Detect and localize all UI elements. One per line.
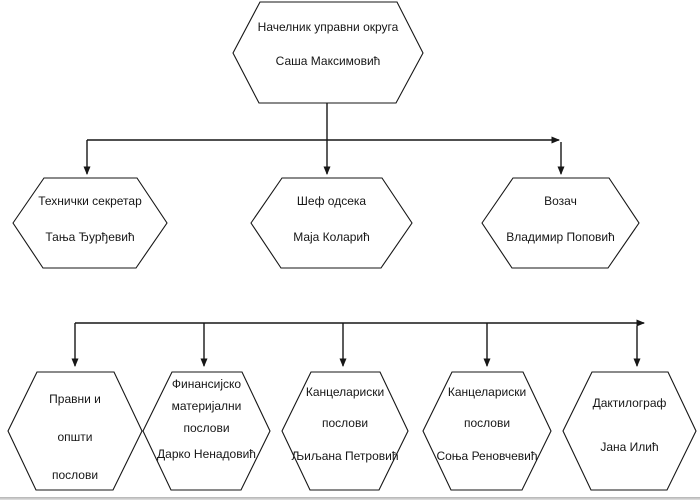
hexagon-row3-3 <box>281 371 409 491</box>
hexagon-top <box>232 1 424 104</box>
hexagon-row3-1 <box>7 371 143 491</box>
hexagon-row3-4 <box>422 371 552 491</box>
hexagon-row3-2 <box>142 371 271 491</box>
hexagon-row2-3 <box>481 177 640 269</box>
connector-lines <box>71 103 645 367</box>
hexagon-row2-1 <box>12 177 168 269</box>
hexagon-shapes <box>7 1 697 491</box>
hexagon-row2-2 <box>250 177 413 269</box>
page-bottom-edge <box>0 497 700 500</box>
hexagon-row3-5 <box>562 371 697 491</box>
